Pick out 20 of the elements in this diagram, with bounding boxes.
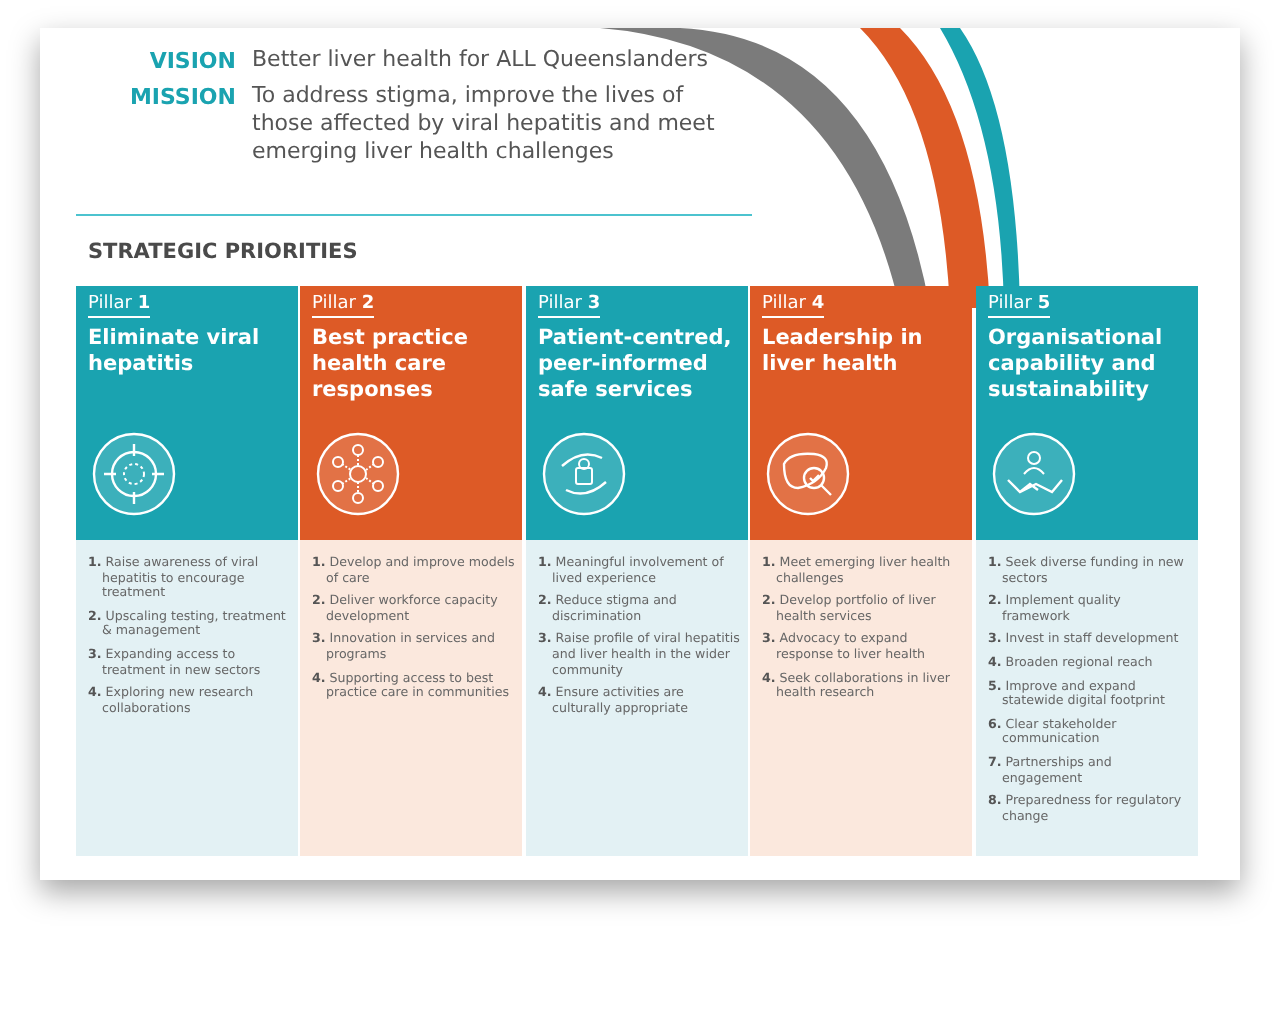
pillar-label: Pillar 4 [762, 294, 825, 318]
pillar-column [976, 286, 1198, 856]
mission-statement: To address stigma, improve the lives of those affected by viral hepatitis and meet emerging liver health challenges [252, 82, 717, 166]
section-heading: STRATEGIC PRIORITIES [88, 238, 358, 266]
pillar-column [300, 286, 522, 856]
pillar-label: Pillar 5 [988, 294, 1051, 318]
pillar-title: Organisational capability and sustainability [988, 326, 1165, 404]
pillar-title: Patient-centred, peer-informed safe services [538, 326, 734, 404]
pillar-label: Pillar 1 [88, 294, 151, 318]
pillar-label: Pillar 2 [312, 294, 375, 318]
pillar-column [750, 286, 972, 856]
pillar-title: Best practice health care responses [312, 326, 471, 404]
pillar-column [526, 286, 748, 856]
pillar-title: Leadership in liver health [762, 326, 925, 378]
mission-heading: MISSION [127, 84, 236, 110]
vision-statement: Better liver health for ALL Queenslanders [252, 46, 710, 74]
pillar-column [76, 286, 298, 856]
vision-heading: VISION [147, 48, 236, 74]
pillar-title: Eliminate viral hepatitis [88, 326, 262, 378]
pillar-label: Pillar 3 [538, 294, 601, 318]
